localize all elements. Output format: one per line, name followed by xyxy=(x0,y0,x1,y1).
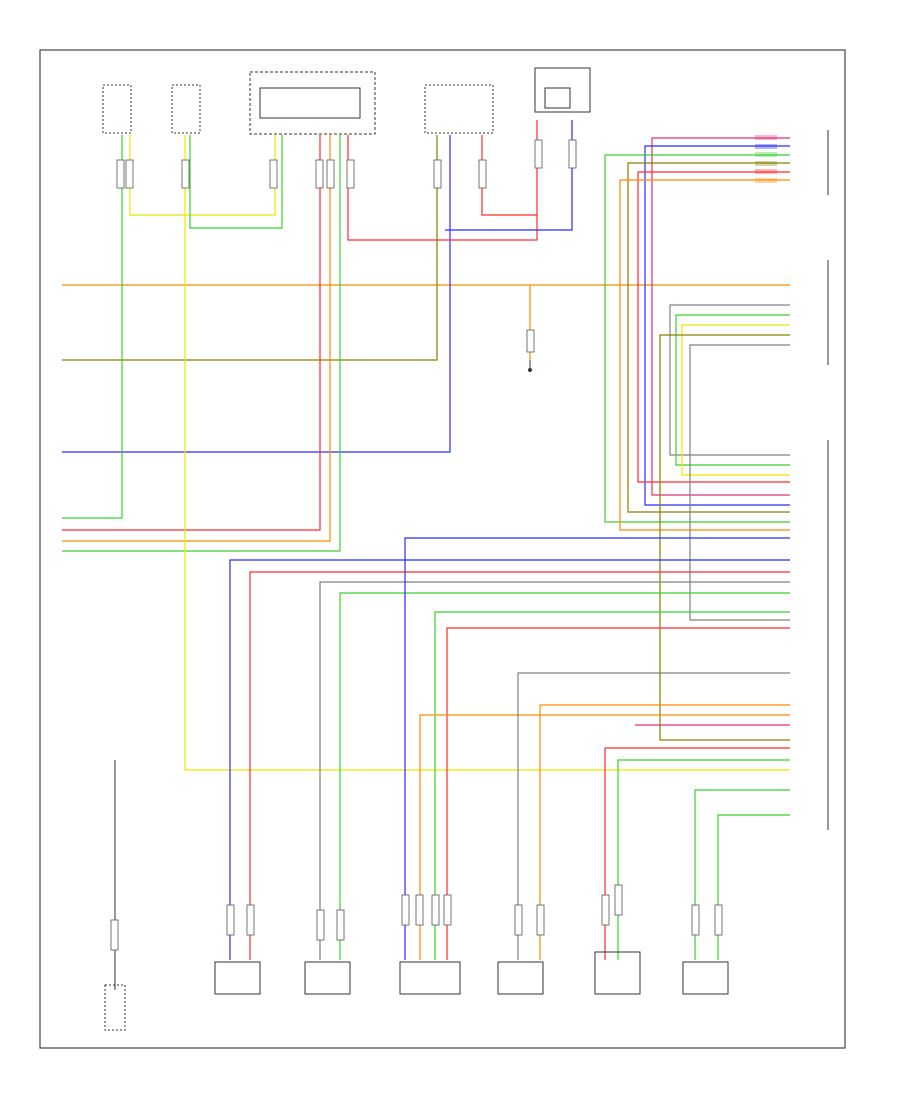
component-top-3-inner xyxy=(259,87,361,119)
component-top-5 xyxy=(534,67,591,113)
bottom-components xyxy=(214,951,729,995)
connector-pins xyxy=(110,139,723,951)
component-top-5-inner xyxy=(544,87,571,109)
pin-25 xyxy=(614,884,623,916)
ground-symbol xyxy=(528,360,532,372)
wire-gray-2 xyxy=(689,344,790,621)
wire-green-6 xyxy=(434,611,790,960)
wire-blue-3 xyxy=(229,559,790,960)
wire-green-3 xyxy=(604,154,790,523)
pin-21 xyxy=(443,894,452,926)
wire-red-1 xyxy=(62,135,321,531)
wire-red-4 xyxy=(446,627,790,960)
pin-7 xyxy=(346,159,355,189)
tag-1 xyxy=(755,135,777,140)
wire-tags xyxy=(755,135,777,183)
pin-20 xyxy=(431,894,440,926)
wire-green-1 xyxy=(62,135,123,519)
top-components xyxy=(102,67,591,135)
wire-red-5 xyxy=(604,747,790,960)
pin-27 xyxy=(714,904,723,936)
component-bottom-2 xyxy=(304,961,351,995)
pin-24 xyxy=(601,894,610,926)
wire-yellow-2 xyxy=(681,324,790,476)
wire-green-4 xyxy=(675,314,790,466)
pin-19 xyxy=(415,894,424,926)
wire-blue-top xyxy=(445,120,573,231)
pin-22 xyxy=(514,904,523,936)
wire-gray-1 xyxy=(669,304,790,456)
wire-blue-2 xyxy=(644,145,790,506)
tag-5 xyxy=(755,169,777,174)
tag-3 xyxy=(755,152,777,157)
wire-gray-3 xyxy=(319,581,790,960)
wire-green-top xyxy=(189,135,283,229)
left-switch-box xyxy=(104,984,126,1031)
pin-11 xyxy=(568,139,577,169)
pin-26 xyxy=(691,904,700,936)
wire-olive-1 xyxy=(62,135,438,361)
wire-red-3 xyxy=(249,571,790,960)
pin-15 xyxy=(246,904,255,936)
wire-red-top xyxy=(347,120,538,241)
pin-12 xyxy=(526,329,535,353)
wire-magenta-1 xyxy=(651,137,790,496)
component-top-4 xyxy=(424,84,494,134)
component-bottom-3 xyxy=(399,961,461,995)
pin-3 xyxy=(181,159,190,189)
wire-orange-4 xyxy=(419,714,790,960)
pin-13 xyxy=(110,919,119,951)
pin-9 xyxy=(478,159,487,189)
diagram-frame xyxy=(39,49,846,1049)
wire-yellow-top xyxy=(129,135,276,216)
component-bottom-4 xyxy=(497,961,544,995)
wire-yellow-long xyxy=(184,135,790,771)
tag-6 xyxy=(755,178,777,183)
pin-10 xyxy=(534,139,543,169)
wire-green-8 xyxy=(717,814,790,960)
component-top-3 xyxy=(249,71,376,135)
wire-orange-2 xyxy=(62,135,331,542)
wire-red-2 xyxy=(637,171,790,483)
pin-17 xyxy=(336,909,345,941)
component-bottom-5 xyxy=(594,951,641,995)
pin-8 xyxy=(433,159,442,189)
pin-6 xyxy=(326,159,335,189)
pin-14 xyxy=(226,904,235,936)
pin-5 xyxy=(315,159,324,189)
component-bottom-1 xyxy=(214,961,261,995)
pin-16 xyxy=(316,909,325,941)
wire-blue-4 xyxy=(404,537,790,960)
left-switch xyxy=(104,760,126,1031)
wire-orange-5 xyxy=(539,704,790,960)
wire-orange-3 xyxy=(619,179,790,531)
wire-red-top-2 xyxy=(481,135,537,216)
component-top-2 xyxy=(171,84,201,134)
tag-4 xyxy=(755,161,777,166)
wire-blue-1 xyxy=(62,135,451,453)
wire-gray-4 xyxy=(517,672,790,960)
pin-1 xyxy=(116,159,125,189)
ground-dot xyxy=(528,368,532,372)
tag-2 xyxy=(755,144,777,149)
wire-olive-2 xyxy=(627,162,790,513)
wire-green-9 xyxy=(694,789,790,960)
wire-green-5 xyxy=(339,592,790,960)
pin-18 xyxy=(401,894,410,926)
pin-2 xyxy=(125,159,134,189)
wires xyxy=(62,120,790,960)
component-bottom-6 xyxy=(682,961,729,995)
component-top-1 xyxy=(102,84,132,134)
wire-green-2 xyxy=(62,135,341,552)
pin-4 xyxy=(269,159,278,189)
pin-23 xyxy=(536,904,545,936)
